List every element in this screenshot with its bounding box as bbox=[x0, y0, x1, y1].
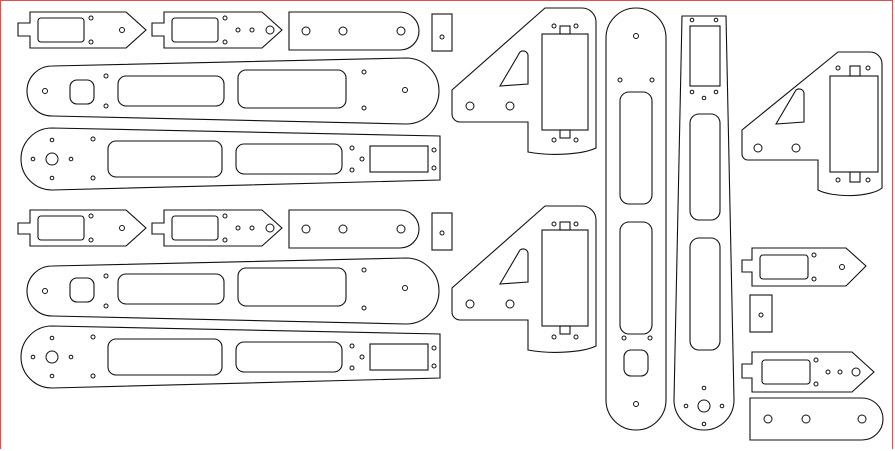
arm-plate-3 bbox=[26, 257, 440, 325]
servo-bracket-5 bbox=[741, 247, 867, 287]
arm-plate-4 bbox=[20, 325, 441, 389]
servo-bracket-3 bbox=[17, 209, 147, 247]
servo-mount-3 bbox=[741, 51, 883, 197]
arm-plate-2 bbox=[20, 127, 441, 191]
link-bar-2 bbox=[288, 209, 420, 249]
spacer-block-2 bbox=[431, 212, 453, 251]
servo-mount-1 bbox=[451, 7, 597, 155]
link-bar-1 bbox=[288, 11, 420, 51]
link-bar-3 bbox=[749, 397, 884, 441]
servo-bracket-2 bbox=[151, 11, 283, 49]
spacer-block-3 bbox=[749, 294, 773, 333]
spacer-block-1 bbox=[431, 13, 453, 52]
leg-plate-1 bbox=[605, 7, 667, 431]
servo-bracket-1 bbox=[17, 11, 147, 49]
servo-bracket-4 bbox=[151, 209, 283, 247]
leg-plate-2 bbox=[673, 15, 735, 431]
servo-bracket-6 bbox=[741, 351, 875, 393]
servo-mount-2 bbox=[451, 205, 597, 353]
arm-plate-1 bbox=[26, 57, 440, 125]
